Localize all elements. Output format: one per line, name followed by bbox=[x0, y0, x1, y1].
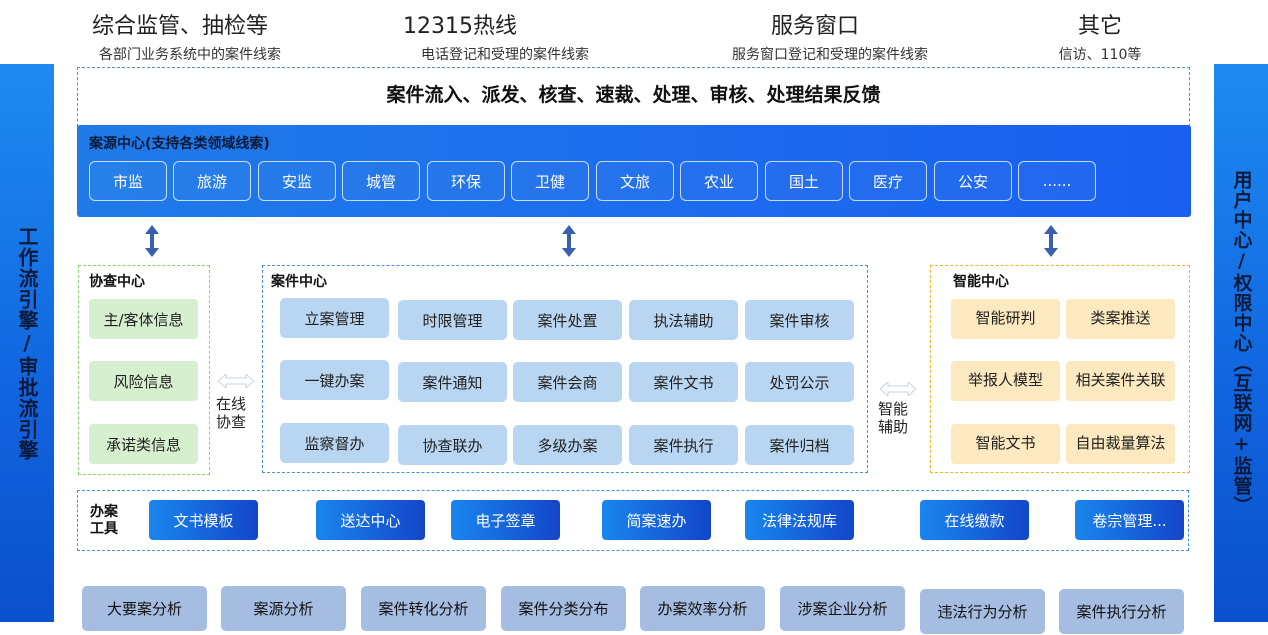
source-title-window: 服务窗口 bbox=[770, 14, 859, 39]
domain-button[interactable]: 医疗 bbox=[849, 161, 927, 201]
analysis-button[interactable]: 违法行为分析 bbox=[920, 589, 1045, 634]
case-function-button[interactable]: 案件通知 bbox=[398, 362, 507, 402]
smart-function-button[interactable]: 相关案件关联 bbox=[1066, 361, 1175, 401]
analysis-button[interactable]: 案件执行分析 bbox=[1059, 589, 1184, 634]
domain-button[interactable]: 环保 bbox=[427, 161, 505, 201]
online-cooperation-label: 在线 协查 bbox=[215, 395, 246, 431]
coop-item-commitment-info[interactable]: 承诺类信息 bbox=[89, 424, 198, 464]
tool-button[interactable]: 在线缴款 bbox=[920, 500, 1029, 540]
source-center-title: 案源中心(支持各类领域线索) bbox=[89, 136, 270, 152]
source-sub-hotline: 电话登记和受理的案件线索 bbox=[421, 47, 589, 63]
smart-center bbox=[930, 265, 1190, 473]
coop-item-subject-info[interactable]: 主/客体信息 bbox=[89, 299, 198, 339]
tool-button[interactable]: 电子签章 bbox=[451, 500, 560, 540]
arrow-up-down-icon bbox=[1044, 225, 1058, 257]
smart-function-button[interactable]: 智能研判 bbox=[951, 299, 1060, 339]
domain-button[interactable]: 卫健 bbox=[511, 161, 589, 201]
tool-button[interactable]: 文书模板 bbox=[149, 500, 258, 540]
domain-button[interactable]: 市监 bbox=[89, 161, 167, 201]
case-function-button[interactable]: 处罚公示 bbox=[745, 362, 854, 402]
smart-assist-label: 智能 辅助 bbox=[877, 400, 908, 436]
source-title-other: 其它 bbox=[1077, 14, 1122, 39]
source-title-supervision: 综合监管、抽检等 bbox=[91, 14, 268, 39]
double-arrow-icon bbox=[218, 374, 254, 388]
domain-button[interactable]: 安监 bbox=[258, 161, 336, 201]
case-function-button[interactable]: 监察督办 bbox=[280, 423, 389, 463]
case-function-button[interactable]: 案件文书 bbox=[629, 362, 738, 402]
case-function-button[interactable]: 案件处置 bbox=[513, 300, 622, 340]
tool-button[interactable]: 送达中心 bbox=[316, 500, 425, 540]
tool-button[interactable]: 简案速办 bbox=[602, 500, 711, 540]
source-sub-window: 服务窗口登记和受理的案件线索 bbox=[732, 47, 928, 63]
domain-button[interactable]: ...... bbox=[1018, 161, 1096, 201]
case-function-button[interactable]: 案件会商 bbox=[513, 362, 622, 402]
tools-frame bbox=[77, 490, 1189, 551]
domain-button[interactable]: 国土 bbox=[765, 161, 843, 201]
domain-button[interactable]: 公安 bbox=[934, 161, 1012, 201]
arrow-up-down-icon bbox=[145, 225, 159, 257]
flow-title: 案件流入、派发、核查、速裁、处理、审核、处理结果反馈 bbox=[386, 84, 881, 106]
workflow-engine-label: 工作流引擎/审批流引擎 bbox=[15, 225, 39, 461]
analysis-button[interactable]: 案件分类分布 bbox=[501, 586, 626, 631]
smart-function-button[interactable]: 自由裁量算法 bbox=[1066, 424, 1175, 464]
source-sub-other: 信访、110等 bbox=[1058, 47, 1142, 63]
case-function-button[interactable]: 时限管理 bbox=[398, 300, 507, 340]
smart-function-button[interactable]: 举报人模型 bbox=[951, 361, 1060, 401]
case-center bbox=[262, 265, 868, 473]
case-function-button[interactable]: 多级办案 bbox=[513, 425, 622, 465]
domain-button[interactable]: 文旅 bbox=[596, 161, 674, 201]
case-function-button[interactable]: 案件执行 bbox=[629, 425, 738, 465]
case-function-button[interactable]: 执法辅助 bbox=[629, 300, 738, 340]
domain-button[interactable]: 城管 bbox=[342, 161, 420, 201]
tools-title: 办案 工具 bbox=[90, 504, 118, 537]
analysis-button[interactable]: 大要案分析 bbox=[82, 586, 207, 631]
smart-function-button[interactable]: 类案推送 bbox=[1066, 299, 1175, 339]
source-center: 案源中心(支持各类领域线索) 市监旅游安监城管环保卫健文旅农业国土医疗公安...… bbox=[77, 125, 1191, 217]
source-title-hotline: 12315热线 bbox=[403, 14, 517, 39]
case-function-button[interactable]: 一键办案 bbox=[280, 360, 389, 400]
analysis-button[interactable]: 涉案企业分析 bbox=[780, 586, 905, 631]
source-sub-supervision: 各部门业务系统中的案件线索 bbox=[99, 47, 281, 63]
domain-button[interactable]: 农业 bbox=[680, 161, 758, 201]
cooperation-center-title: 协查中心 bbox=[89, 274, 145, 290]
cooperation-center bbox=[78, 265, 210, 475]
coop-item-risk-info[interactable]: 风险信息 bbox=[89, 361, 198, 401]
tool-button[interactable]: 卷宗管理... bbox=[1075, 500, 1184, 540]
analysis-button[interactable]: 案件转化分析 bbox=[361, 586, 486, 631]
tool-button[interactable]: 法律法规库 bbox=[745, 500, 854, 540]
smart-function-button[interactable]: 智能文书 bbox=[951, 424, 1060, 464]
user-center-bar: 用户中心/权限中心（互联网+监管） bbox=[1214, 64, 1268, 622]
domain-button[interactable]: 旅游 bbox=[173, 161, 251, 201]
workflow-engine-bar: 工作流引擎/审批流引擎 bbox=[0, 64, 54, 622]
analysis-button[interactable]: 办案效率分析 bbox=[640, 586, 765, 631]
smart-center-title: 智能中心 bbox=[953, 274, 1009, 290]
case-function-button[interactable]: 案件归档 bbox=[745, 425, 854, 465]
case-function-button[interactable]: 协查联办 bbox=[398, 425, 507, 465]
case-function-button[interactable]: 立案管理 bbox=[280, 298, 389, 338]
arrow-up-down-icon bbox=[562, 225, 576, 257]
case-center-title: 案件中心 bbox=[271, 274, 327, 290]
analysis-button[interactable]: 案源分析 bbox=[221, 586, 346, 631]
user-center-label: 用户中心/权限中心（互联网+监管） bbox=[1230, 170, 1253, 516]
case-function-button[interactable]: 案件审核 bbox=[745, 300, 854, 340]
double-arrow-icon bbox=[880, 382, 916, 396]
